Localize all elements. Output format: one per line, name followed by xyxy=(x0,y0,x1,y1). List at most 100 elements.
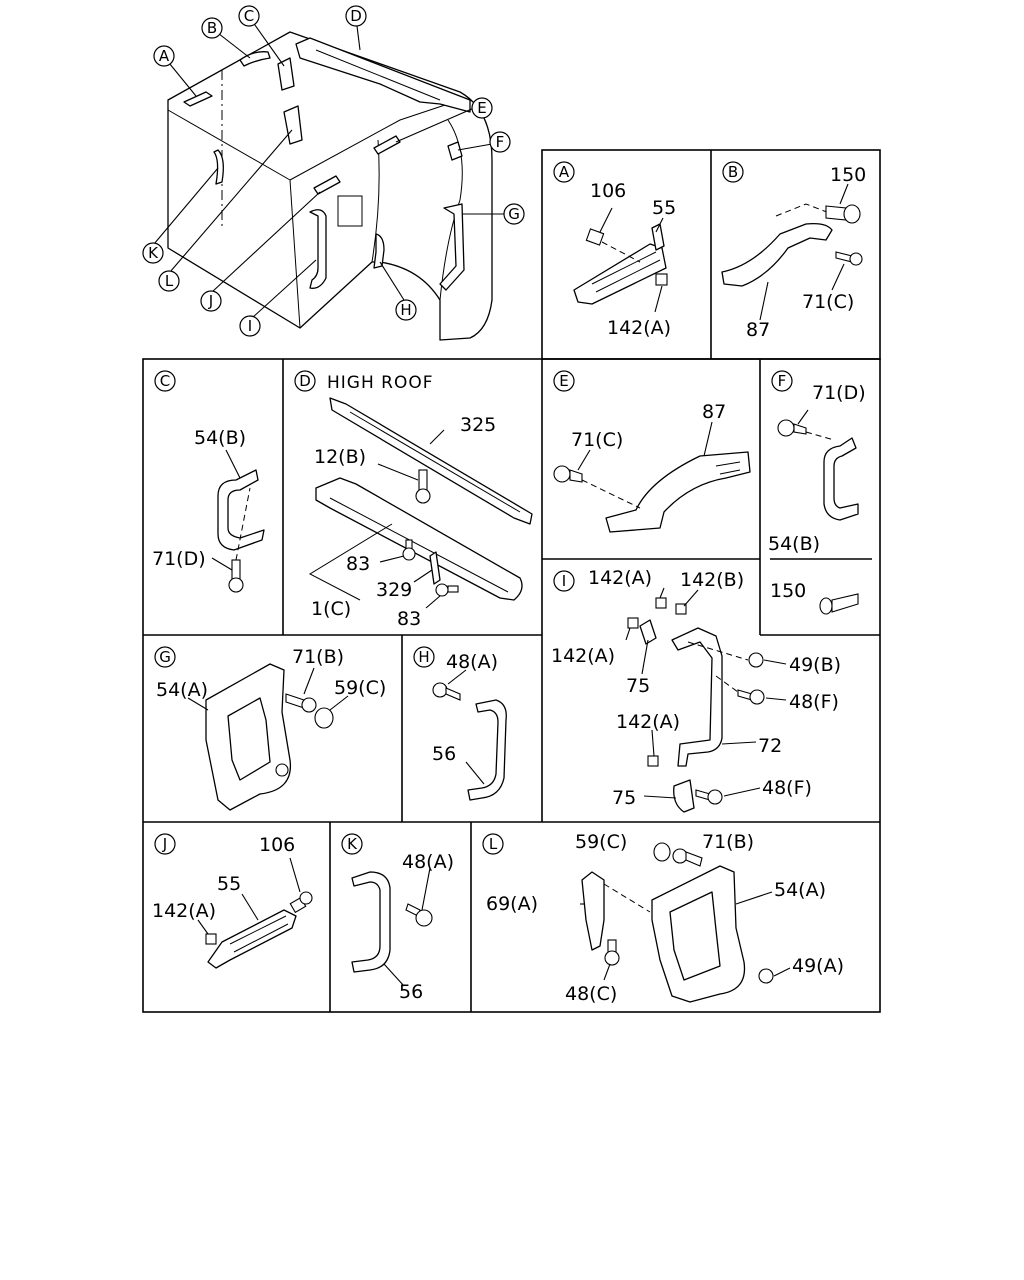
label-71c: 71(C) xyxy=(802,291,854,313)
roof-molding-edge xyxy=(349,411,521,513)
lead-a-142 xyxy=(654,285,663,313)
lead-d-83a xyxy=(379,555,405,563)
lead-i-48f2 xyxy=(723,787,761,797)
svg-text:J: J xyxy=(208,292,213,310)
lead-a-106 xyxy=(599,207,613,233)
callout-e: E xyxy=(471,97,493,119)
step-plate-55-j-grooves xyxy=(229,915,289,953)
svg-text:C: C xyxy=(244,7,254,25)
svg-text:I: I xyxy=(562,572,566,590)
cab-part-f xyxy=(447,141,463,161)
callout-l: L xyxy=(158,270,180,292)
bracket-1c xyxy=(308,523,393,601)
panel-i-dash-lines xyxy=(687,641,749,693)
panel-i-id: I xyxy=(553,570,575,592)
lead-k-48a xyxy=(421,867,431,911)
clip-329 xyxy=(429,551,441,585)
callout-k: K xyxy=(142,242,164,264)
label-142a: 142(A) xyxy=(607,317,671,339)
label-329: 329 xyxy=(376,579,412,601)
label-48a: 48(A) xyxy=(402,851,454,873)
label-87: 87 xyxy=(746,319,770,341)
bolt-71b-g xyxy=(285,693,317,713)
grip-87-e xyxy=(605,451,751,533)
panel-a: A 106 55 142(A) xyxy=(553,161,676,339)
clip-142b xyxy=(675,603,687,615)
panel-l: L 59(C) 71(B) 69(A) 54(A) 49(A) 48(C) xyxy=(482,831,844,1005)
label-59c: 59(C) xyxy=(575,831,627,853)
lead-j-142a xyxy=(197,919,209,935)
grip-54b xyxy=(217,469,265,551)
panel-c-id: C xyxy=(154,370,176,392)
roof-rail-1c xyxy=(315,477,523,601)
lead-i-142a2 xyxy=(625,627,631,641)
callout-b: B xyxy=(201,17,223,39)
label-142a-1: 142(A) xyxy=(588,567,652,589)
cab-front-line xyxy=(439,119,463,301)
clip-142a xyxy=(655,273,668,286)
svg-text:K: K xyxy=(148,244,159,262)
label-150: 150 xyxy=(830,164,866,186)
lead-d-83b xyxy=(425,595,441,609)
lead-j xyxy=(211,191,321,293)
label-48f-1: 48(F) xyxy=(789,691,839,713)
label-48a: 48(A) xyxy=(446,651,498,673)
screw-71d-f xyxy=(777,419,807,437)
bracket-75-top xyxy=(639,619,657,645)
roof-strip xyxy=(295,37,471,113)
label-87: 87 xyxy=(702,401,726,423)
panel-g-id: G xyxy=(154,646,176,668)
callout-j: J xyxy=(200,290,222,312)
label-59c: 59(C) xyxy=(334,677,386,699)
lead-h-48a xyxy=(447,669,467,685)
lead-f-71d xyxy=(797,409,809,425)
label-142a-3: 142(A) xyxy=(616,711,680,733)
label-56: 56 xyxy=(432,743,456,765)
cab-part-k xyxy=(213,149,224,185)
panel-l-dash-line xyxy=(603,883,651,913)
bolt-106-j xyxy=(289,891,313,914)
grip-cover-54a-inner xyxy=(227,697,271,781)
grip-87-e-detail xyxy=(715,461,741,475)
panel-b: B 150 71(C) 87 xyxy=(721,161,866,341)
bolt-83b xyxy=(435,583,459,597)
panel-k: K 48(A) 56 xyxy=(341,833,454,1003)
bolt-71b-l xyxy=(672,848,703,867)
lead-g-54a xyxy=(187,697,209,711)
nut-49b xyxy=(748,652,764,668)
cab-part-i xyxy=(309,209,327,289)
svg-text:G: G xyxy=(159,648,171,666)
label-12b: 12(B) xyxy=(314,446,366,468)
bolt-48c xyxy=(604,939,620,966)
panel-l-id: L xyxy=(482,833,504,855)
callout-d: D xyxy=(345,5,367,27)
label-54a: 54(A) xyxy=(156,679,208,701)
screw-150 xyxy=(825,204,861,224)
cap-59c-g xyxy=(314,707,334,729)
svg-text:H: H xyxy=(418,648,429,666)
panel-f: F 71(D) 54(B) 150 xyxy=(768,370,866,615)
cab-part-a xyxy=(183,91,213,107)
svg-text:B: B xyxy=(728,163,738,181)
screw-71c-e-path xyxy=(581,479,641,509)
label-72: 72 xyxy=(758,735,782,757)
screw-71c xyxy=(835,251,863,266)
frame-main xyxy=(142,358,881,1013)
label-1c: 1(C) xyxy=(311,598,351,620)
label-150: 150 xyxy=(770,580,806,602)
panel-e: E 87 71(C) xyxy=(553,370,751,533)
label-83b: 83 xyxy=(397,608,421,630)
roof-strip-line xyxy=(315,49,441,101)
label-56: 56 xyxy=(399,981,423,1003)
label-54a: 54(A) xyxy=(774,879,826,901)
callout-f: F xyxy=(489,131,511,153)
bracket-69a xyxy=(581,871,605,951)
panel-h-id: H xyxy=(413,646,435,668)
clip-142a-j xyxy=(205,933,217,945)
svg-text:J: J xyxy=(162,835,167,853)
svg-text:I: I xyxy=(248,317,252,335)
label-69a: 69(A) xyxy=(486,893,538,915)
label-71b: 71(B) xyxy=(702,831,754,853)
label-75b: 75 xyxy=(612,787,636,809)
roof-rail-edge xyxy=(329,497,509,593)
